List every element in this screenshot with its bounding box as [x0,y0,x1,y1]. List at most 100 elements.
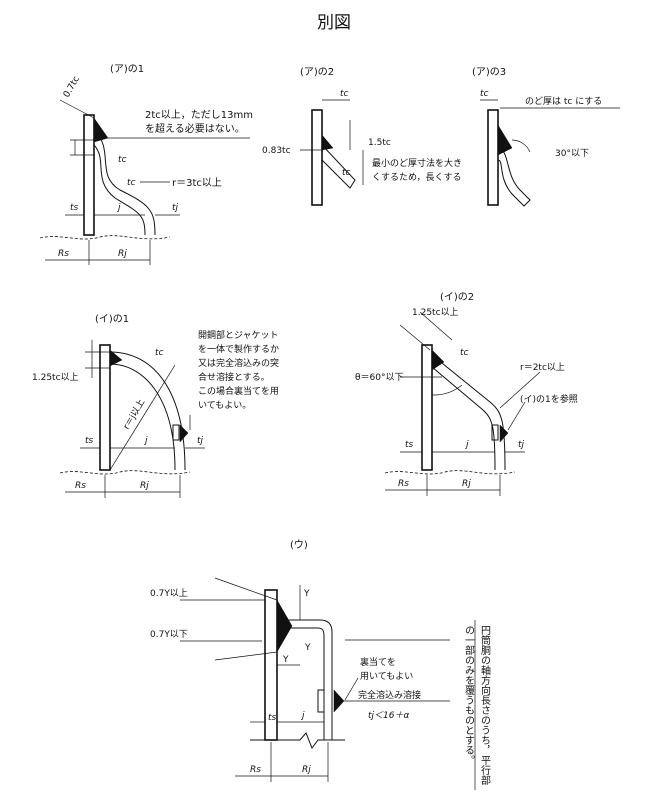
i1-j: j [143,436,148,446]
diagram-a3: (ア)の3 tc のど厚は tc にする 30°以下 [472,67,620,207]
i1-note-0: 開鋼部とジャケット [198,329,279,341]
diagram-i2: (イ)の2 1.25tc以上 tc θ＝60°以下 r＝2tc以上 (イ)の1を… [355,292,578,496]
i2-label: (イ)の2 [440,292,474,303]
i2-angle: θ＝60°以下 [355,373,403,383]
diagram-u: (ウ) 0.7Y以上 0.7Y以下 Y Y Y 裏当てを 用いてもよい 完全溶込… [150,539,491,790]
a2-dim-15: 1.5tc [368,138,391,148]
i1-note-2: 又は完全溶込みの突 [198,357,279,369]
a1-tj: tj [172,203,179,213]
a1-Rs: Rs [58,249,69,259]
i2-tc: tc [460,348,469,358]
u-weld [276,599,293,653]
a2-note-2: くするため，長くする [372,172,462,183]
a1-dim-line [59,99,95,119]
figure-title: 別図 [317,13,351,33]
a1-label: (ア)の1 [110,64,144,75]
a1-weld [93,117,109,143]
u-lower: 0.7Y以下 [150,630,188,640]
a3-closure [497,147,531,207]
u-bottom-weld [333,689,345,713]
a1-closure-outer [93,129,156,236]
a2-tc-top: tc [340,89,349,99]
i2-dim: 1.25tc以上 [412,307,459,318]
u-upper-diag [214,577,278,601]
i2-shell-plate [421,344,433,471]
i1-note-5: いてもよい。 [198,400,251,411]
i2-ref: (イ)の1を参照 [520,393,578,405]
i2-j: j [464,440,469,450]
u-Rs: Rs [250,765,261,775]
u-vertical-2: の一部のみを覆うものとする。 [463,625,475,765]
u-cond: tj＜16＋α [368,711,409,721]
diagram-i1: (イ)の1 1.25tc以上 tc r＝j以上 開鋼部とジャケット を一体で製作… [32,314,279,498]
a3-weld [497,124,513,156]
i2-Rj: Rj [462,479,471,489]
i1-note-4: この場合裏当てを用 [198,385,279,397]
a1-closure-inner [93,144,146,236]
i1-shell-plate [99,344,111,471]
i2-radius: r＝2tc以上 [520,362,565,373]
a2-label: (ア)の2 [300,67,334,78]
u-upper: 0.7Y以上 [150,588,188,599]
diagram-a2: (ア)の2 tc 0.83tc 1.5tc tc 最小のど厚寸法を大き くするた… [262,67,462,206]
u-break-line [250,732,345,750]
i2-section-break [384,470,516,475]
i1-closure-inner [109,363,176,471]
a3-note: のど厚は tc にする [525,96,602,107]
a1-tc: tc [118,155,127,165]
a2-note-1: 最小のど厚寸法を大き [372,157,462,169]
a1-Rj: Rj [118,249,127,259]
a3-tc-top: tc [480,89,489,99]
a3-shell-plate [487,109,499,206]
i2-weld [431,349,445,371]
i1-backing-strip [172,424,180,441]
a2-weld [321,134,334,151]
i1-note-3: 合せ溶接とする。 [198,371,270,383]
u-weld: 完全溶込み溶接 [358,689,421,701]
a1-shell-plate [83,114,95,236]
u-backing-1: 裏当てを [360,656,396,668]
a1-section-break [39,235,171,240]
u-y2: Y [282,655,289,665]
i2-tj: tj [518,440,525,450]
a1-dim-weld: 0.7tc [62,75,82,100]
u-backing-strip [317,689,325,713]
a2-dim-side: 0.83tc [262,146,291,156]
i2-bottom-weld [499,424,509,443]
diagram-a1: (ア)の1 0.7tc 2tc以上，ただし13mm を超える必要はない。 tc … [39,64,253,265]
i2-closure-outer [431,354,506,471]
a1-note-1: 2tc以上，ただし13mm [145,109,253,121]
i2-backing-strip [491,424,499,441]
i1-weld [109,349,123,367]
a2-closure [321,143,356,189]
u-Rj: Rj [302,765,311,775]
i2-r-leader [499,371,541,409]
a3-label: (ア)の3 [472,67,506,78]
u-y1: Y [303,589,310,599]
i2-ref-leader [507,401,526,431]
a2-tc-side: tc [342,168,351,178]
i1-label: (イ)の1 [95,314,129,325]
u-vertical-1: 円筒胴の軸方向長さのうち，平行部 [479,625,491,786]
a1-radius: r＝3tc以上 [172,177,222,189]
a2-shell-plate [311,109,323,206]
i2-Rs: Rs [398,479,409,489]
u-ts: ts [268,713,277,723]
u-label: (ウ) [290,539,308,551]
u-j: j [300,711,305,721]
i1-dim: 1.25tc以上 [32,372,79,383]
i1-tj: tj [197,436,204,446]
i2-ts: ts [405,440,414,450]
i1-ts: ts [85,436,94,446]
i1-note-1: を一体で製作するか [198,343,279,355]
a1-ts: ts [70,203,79,213]
u-lower-diag [214,651,278,661]
i2-closure-inner [431,366,496,471]
i1-closure-outer [109,351,186,471]
u-y3: Y [304,643,311,653]
i2-dim-ext-1 [399,324,431,351]
u-closure-inner [277,627,325,740]
i1-Rj: Rj [140,481,149,491]
i1-tc: tc [155,348,164,358]
